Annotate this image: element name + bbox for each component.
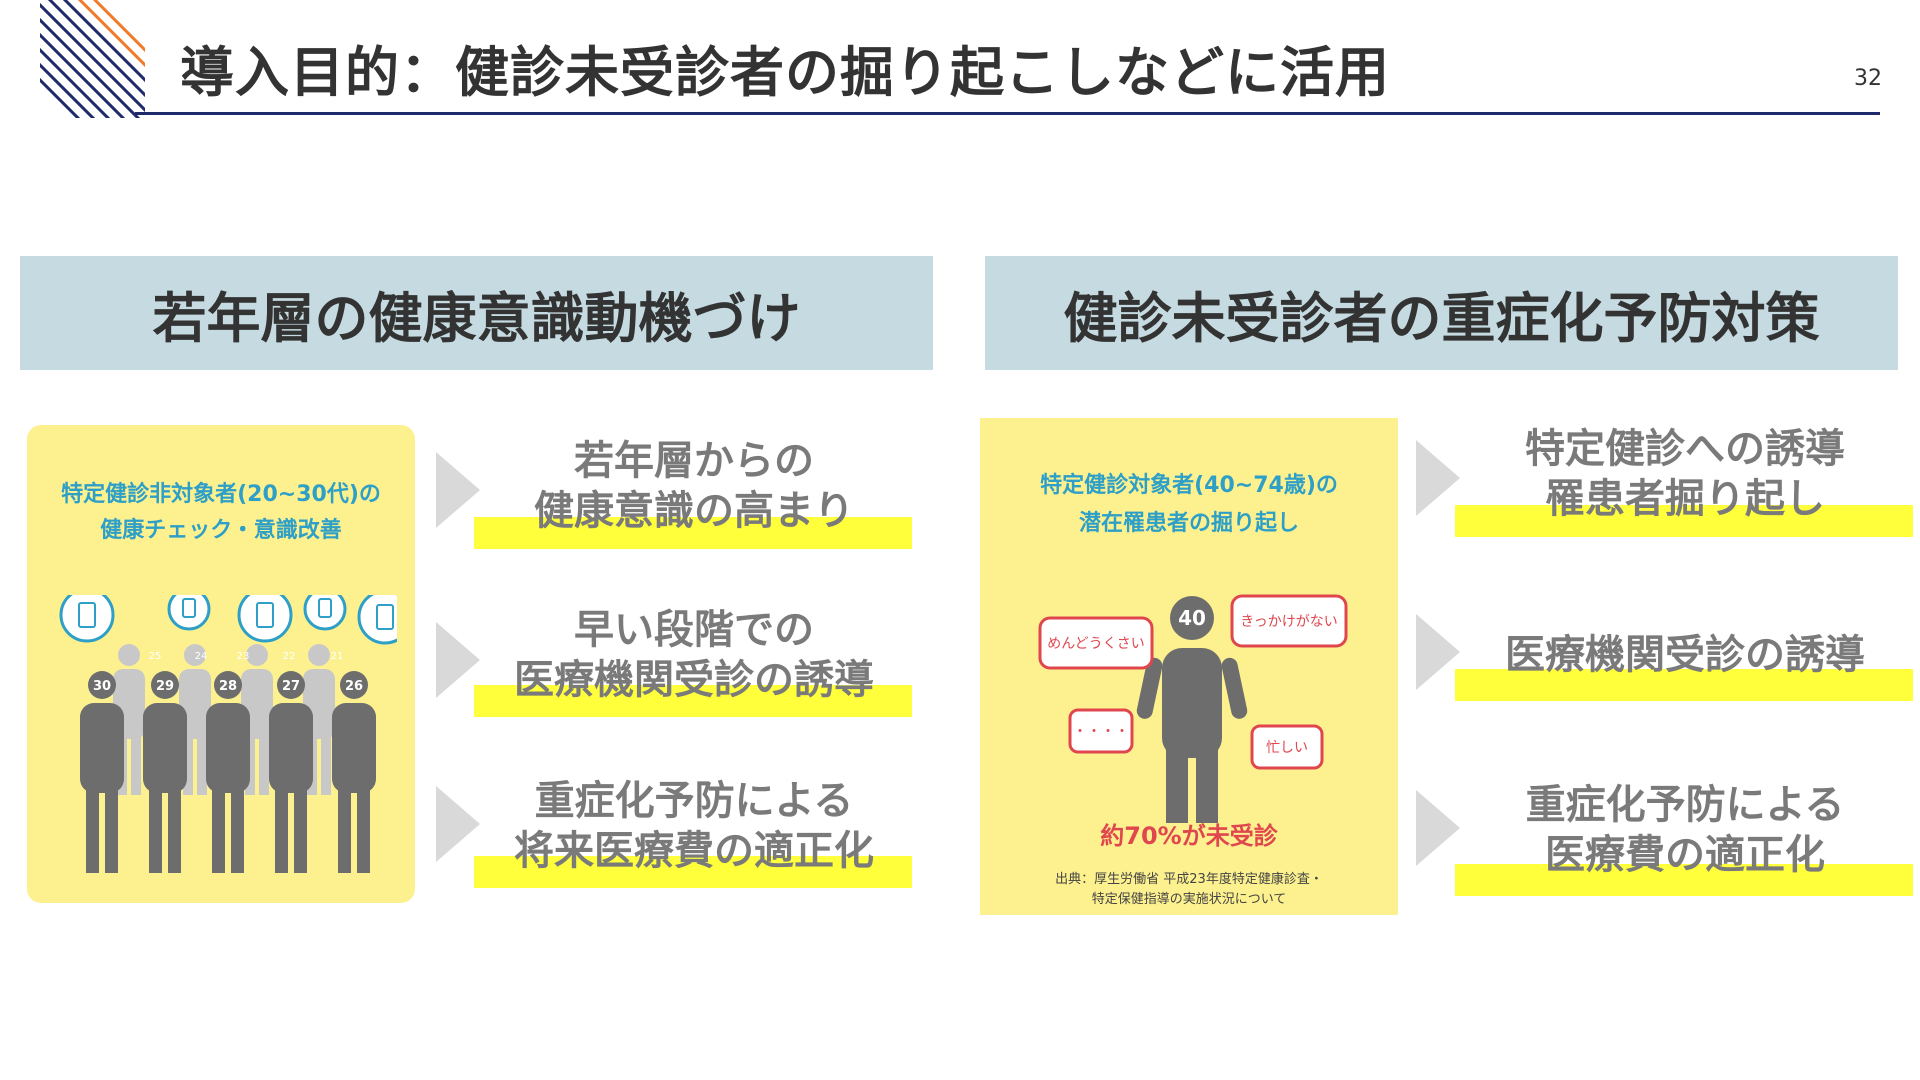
arrow-right-icon [436, 786, 480, 862]
right-panel-title-line1: 特定健診対象者(40~74歳)の [1040, 473, 1338, 498]
highlight-bar [474, 685, 912, 717]
arrow-right-icon [1416, 790, 1460, 866]
bubble-text: 忙しい [1266, 740, 1308, 756]
left-panel-title-line1: 特定健診非対象者(20~30代)の [61, 482, 381, 507]
decorative-stripes [40, 0, 145, 118]
highlight-bar [474, 517, 912, 549]
source-line-1: 出典：厚生労働省 平成23年度特定健康診査・ [1055, 872, 1323, 887]
arrow-right-icon [436, 452, 480, 528]
young-people-illustration: 25 24 23 22 21 30 29 28 27 26 [59, 595, 397, 873]
highlight-bar [1455, 669, 1913, 701]
person-age-label: 40 [1178, 606, 1206, 630]
middle-aged-person-illustration: 40 めんどうくさい きっかけがない ・・・・ 忙しい [1038, 594, 1348, 823]
left-bullet-2: 早い段階での 医療機関受診の誘導 [514, 607, 874, 703]
bubble-text: めんどうくさい [1047, 636, 1145, 652]
left-panel-title-line2: 健康チェック・意識改善 [100, 518, 342, 543]
back-age-label: 24 [195, 651, 208, 662]
bubble-text: ・・・・ [1073, 724, 1129, 740]
title-underline [135, 112, 1880, 115]
source-line-2: 特定保健指導の実施状況について [1091, 892, 1287, 907]
right-bullet-3: 重症化予防による 医療費の適正化 [1525, 782, 1845, 878]
arrow-right-icon [1416, 440, 1460, 516]
front-age-label: 29 [156, 679, 174, 694]
page-title: 導入目的：健診未受診者の掘り起こしなどに活用 [180, 41, 1390, 104]
back-age-label: 22 [283, 651, 296, 662]
front-age-label: 28 [219, 679, 237, 694]
back-age-label: 23 [237, 651, 250, 662]
arrow-right-icon [1416, 614, 1460, 690]
left-bullet-1: 若年層からの 健康意識の高まり [534, 438, 854, 534]
bubble-text: きっかけがない [1240, 614, 1337, 630]
highlight-bar [474, 856, 912, 888]
front-age-label: 27 [282, 679, 300, 694]
front-age-label: 30 [93, 679, 111, 694]
left-column-heading: 若年層の健康意識動機づけ [20, 256, 933, 370]
right-illustration-panel: 特定健診対象者(40~74歳)の 潜在罹患者の掘り起し 40 めんどうくさい き… [980, 418, 1398, 915]
arrow-right-icon [436, 622, 480, 698]
right-bullet-1: 特定健診への誘導 罹患者掘り起し [1525, 426, 1845, 522]
front-age-label: 26 [345, 679, 363, 694]
back-age-label: 25 [149, 651, 162, 662]
right-bullet-2: 医療機関受診の誘導 [1505, 632, 1865, 678]
highlight-bar [1455, 505, 1913, 537]
right-column-heading: 健診未受診者の重症化予防対策 [985, 256, 1898, 370]
highlight-bar [1455, 864, 1913, 896]
right-panel-title-line2: 潜在罹患者の掘り起し [1078, 511, 1299, 536]
back-age-label: 21 [331, 651, 344, 662]
unexamined-stat: 約70%が未受診 [1100, 822, 1278, 850]
left-bullet-3: 重症化予防による 将来医療費の適正化 [514, 778, 874, 874]
page-number: 32 [1854, 66, 1882, 91]
left-illustration-panel: 特定健診非対象者(20~30代)の 健康チェック・意識改善 25 24 23 2… [27, 425, 415, 903]
